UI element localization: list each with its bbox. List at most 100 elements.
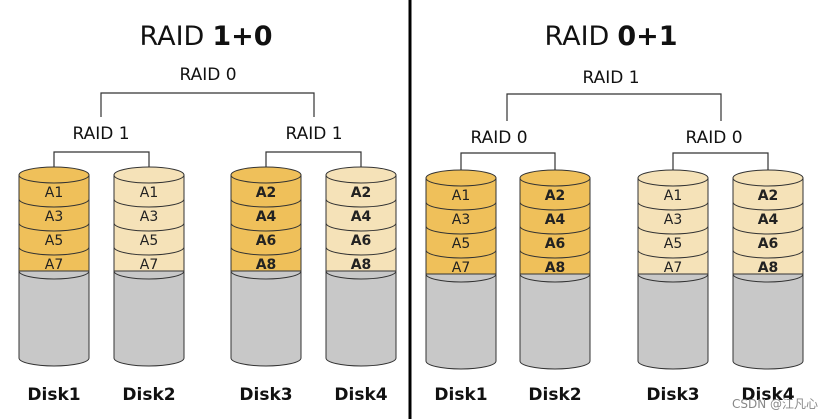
panel2-group2-label: RAID 0 <box>685 128 742 148</box>
block-separator <box>18 222 90 232</box>
block-label: A4 <box>545 212 566 228</box>
block-separator <box>732 225 804 235</box>
disk-label: Disk3 <box>239 385 292 405</box>
block-label: A6 <box>545 236 566 252</box>
block-separator <box>519 273 591 283</box>
block-separator <box>637 273 709 283</box>
block-label: A3 <box>452 212 470 228</box>
block-label: A1 <box>452 188 470 204</box>
block-separator <box>113 222 185 232</box>
block-label: A3 <box>664 212 682 228</box>
disk-top <box>113 166 185 184</box>
panel2-connectors <box>460 93 769 170</box>
block-label: A1 <box>140 185 158 201</box>
block-separator <box>113 198 185 208</box>
block-label: A1 <box>664 188 682 204</box>
block-separator <box>732 273 804 283</box>
disks-layer: A1A3A5A7Disk1A1A3A5A7Disk2A2A4A6A8Disk3A… <box>18 166 804 405</box>
block-label: A3 <box>140 209 158 225</box>
disk-top <box>425 169 497 187</box>
block-separator <box>325 198 397 208</box>
disk-base-cover <box>520 274 590 361</box>
block-separator <box>637 201 709 211</box>
block-label: A8 <box>545 260 566 276</box>
block-separator <box>732 201 804 211</box>
disk-top <box>18 166 90 184</box>
disk-top <box>325 166 397 184</box>
block-label: A8 <box>256 257 277 273</box>
disk-base-cover <box>114 271 184 358</box>
disk-label: Disk4 <box>741 385 794 405</box>
disk-base-cover <box>19 271 89 358</box>
block-label: A6 <box>351 233 372 249</box>
block-separator <box>230 198 302 208</box>
disk-label: Disk1 <box>27 385 80 405</box>
panel1-group2-label: RAID 1 <box>285 124 342 144</box>
disk-base-cover <box>638 274 708 361</box>
block-separator <box>637 249 709 259</box>
block-label: A5 <box>140 233 158 249</box>
block-label: A5 <box>452 236 470 252</box>
block-separator <box>325 270 397 280</box>
panel1-group1-label: RAID 1 <box>72 124 129 144</box>
block-separator <box>325 222 397 232</box>
block-separator <box>732 249 804 259</box>
disk-label: Disk1 <box>434 385 487 405</box>
block-label: A7 <box>664 260 682 276</box>
block-separator <box>230 246 302 256</box>
block-label: A4 <box>758 212 779 228</box>
disk-label: Disk2 <box>122 385 175 405</box>
disk-label: Disk2 <box>528 385 581 405</box>
block-separator <box>519 249 591 259</box>
block-label: A7 <box>452 260 470 276</box>
block-separator <box>18 246 90 256</box>
block-label: A6 <box>256 233 277 249</box>
block-separator <box>519 225 591 235</box>
disk-top <box>519 169 591 187</box>
disk-top <box>637 169 709 187</box>
disk-top <box>230 166 302 184</box>
block-separator <box>325 246 397 256</box>
disk-base-cover <box>326 271 396 358</box>
panel1-connectors <box>53 92 362 167</box>
block-label: A2 <box>351 185 372 201</box>
block-label: A3 <box>45 209 63 225</box>
block-separator <box>113 246 185 256</box>
block-separator <box>425 225 497 235</box>
panel1-top-label: RAID 0 <box>179 65 236 85</box>
block-separator <box>519 201 591 211</box>
block-separator <box>425 273 497 283</box>
block-label: A4 <box>256 209 277 225</box>
block-separator <box>637 225 709 235</box>
block-label: A4 <box>351 209 372 225</box>
panel2-group1-label: RAID 0 <box>470 128 527 148</box>
block-separator <box>18 198 90 208</box>
block-label: A7 <box>140 257 158 273</box>
block-label: A2 <box>758 188 779 204</box>
panel2-top-label: RAID 1 <box>582 68 639 88</box>
block-separator <box>113 270 185 280</box>
block-label: A2 <box>256 185 277 201</box>
disk-label: Disk4 <box>334 385 387 405</box>
disk-top <box>732 169 804 187</box>
block-separator <box>425 201 497 211</box>
block-label: A5 <box>664 236 682 252</box>
block-label: A8 <box>758 260 779 276</box>
block-separator <box>425 249 497 259</box>
disk-base-cover <box>426 274 496 361</box>
block-separator <box>230 270 302 280</box>
disk-base-cover <box>733 274 803 361</box>
block-label: A7 <box>45 257 63 273</box>
block-label: A2 <box>545 188 566 204</box>
disk-base-cover <box>231 271 301 358</box>
block-separator <box>18 270 90 280</box>
